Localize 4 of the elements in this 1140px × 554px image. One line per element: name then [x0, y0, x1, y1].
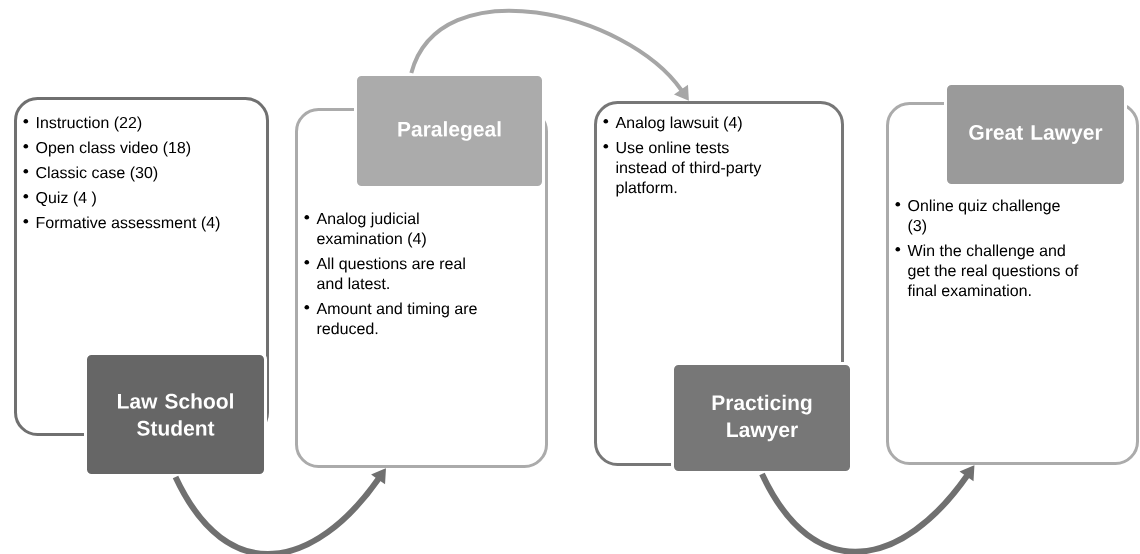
title-box: Paralegeal: [354, 73, 545, 189]
title-box: Law School Student: [84, 352, 267, 477]
title-box: Practicing Lawyer: [671, 362, 853, 474]
title-box: Great Lawyer: [944, 82, 1127, 187]
